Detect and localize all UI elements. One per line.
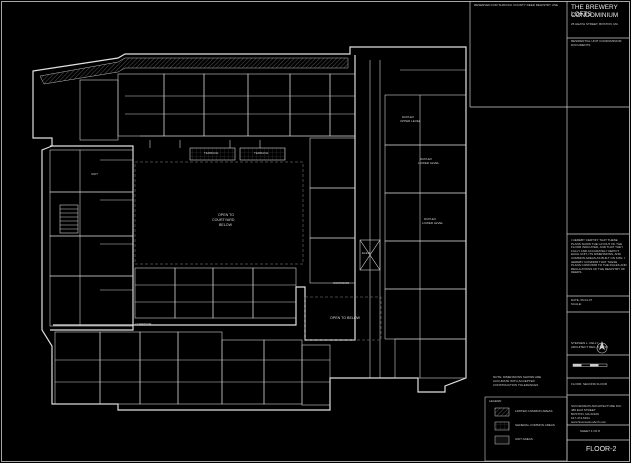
terraces [189, 147, 286, 161]
architect-reg: ARCHITECT REG. # 30712 [571, 345, 608, 349]
building-outline [32, 46, 467, 411]
scale-bar [572, 363, 608, 367]
courtyard-label-3: BELOW [219, 223, 232, 227]
doc-type-2: DOCUMENTS [571, 43, 591, 47]
title-block [469, 1, 629, 461]
north-terrace-hatch [39, 57, 349, 85]
date-text: DATE: 06.01.07 [571, 298, 593, 302]
lower-level-label-2: LOWER LEVEL [422, 221, 444, 225]
legend-swatch-limited [494, 407, 510, 417]
terrace-label-2: TERRACE [254, 151, 269, 155]
duplex-label-1: DUPLEX [402, 115, 415, 119]
legend-unit: UNIT AREAS [515, 437, 533, 441]
terrace-label-1: TERRACE [204, 151, 219, 155]
sheet-title: FLOOR-2 [586, 446, 617, 453]
legend-box [484, 396, 568, 462]
west-wing-units [49, 149, 134, 327]
open-below-void [304, 296, 382, 341]
firm-phone: 617-474-6264 [571, 416, 590, 420]
firm-street: 480 ELM STREET [571, 408, 596, 412]
legend-general: GENERAL COMMON AREAS [515, 423, 555, 427]
duplex-label-3: DUPLEX [424, 217, 437, 221]
open-below-label: OPEN TO BELOW [330, 316, 361, 320]
elevator-stair [59, 204, 381, 271]
reserved-note: RESERVED FOR SUFFOLK COUNTY DEED REGISTR… [474, 3, 558, 7]
dimension-note-1: NOTE: DIMENSIONS SHOWN ARE [493, 375, 542, 379]
unit-label: UNIT [91, 172, 98, 176]
project-name-2: CONDOMINIUM [571, 12, 619, 19]
courtyard-label-1: OPEN TO [218, 213, 235, 217]
corridor-label-1: CORRIDOR [135, 322, 152, 326]
duplex-label-2: DUPLEX [420, 157, 433, 161]
lower-level-label-1: LOWER LEVEL [418, 161, 440, 165]
legend-swatch-unit [494, 435, 510, 445]
firm-name: SUCCESSION ARCHITECTURE INC. [571, 404, 622, 408]
sheet-number: SHEET 4 OF 8 [580, 429, 600, 433]
firm-web: www.SuccessionArch.com [571, 420, 607, 424]
legend-swatch-general [494, 421, 510, 431]
architect-name: STEPHEN L. KELLY [571, 341, 599, 345]
south-wing-units [54, 331, 331, 406]
legend-title: LEGEND [489, 399, 502, 403]
north-wing-units [79, 73, 356, 148]
project-address: 25 HEATH STREET, BOSTON, MA [571, 22, 618, 26]
upper-level-label: UPPER LEVEL [400, 119, 421, 123]
project-name-1: THE BREWERY LOFTS [571, 4, 618, 18]
scale-text: SCALE: [571, 302, 582, 306]
doc-type-1: RESIDENTIAL UNIT CONDOMINIUM [571, 39, 622, 43]
floor-text: FLOOR: SECOND FLOOR [571, 382, 608, 386]
south-central-units [134, 267, 297, 319]
legend-limited: LIMITED COMMON AREAS [515, 409, 553, 413]
dimension-note-2: ACCURATE WITH ACCEPTED [493, 379, 535, 383]
corridor-label-2: CORRIDOR [333, 281, 350, 285]
firm-city: BOSTON, MA 02109 [571, 412, 599, 416]
elevator-label: ELEV. [362, 251, 371, 255]
courtyard-label-2: COURTYARD [212, 218, 235, 222]
north-arrow [596, 341, 608, 354]
east-wing-units [309, 60, 467, 379]
dimension-note-3: CONSTRUCTION TOLERANCES [493, 383, 539, 387]
certification-text: I HEREBY CERTIFY THAT THESE PLANS SHOW T… [571, 238, 627, 275]
